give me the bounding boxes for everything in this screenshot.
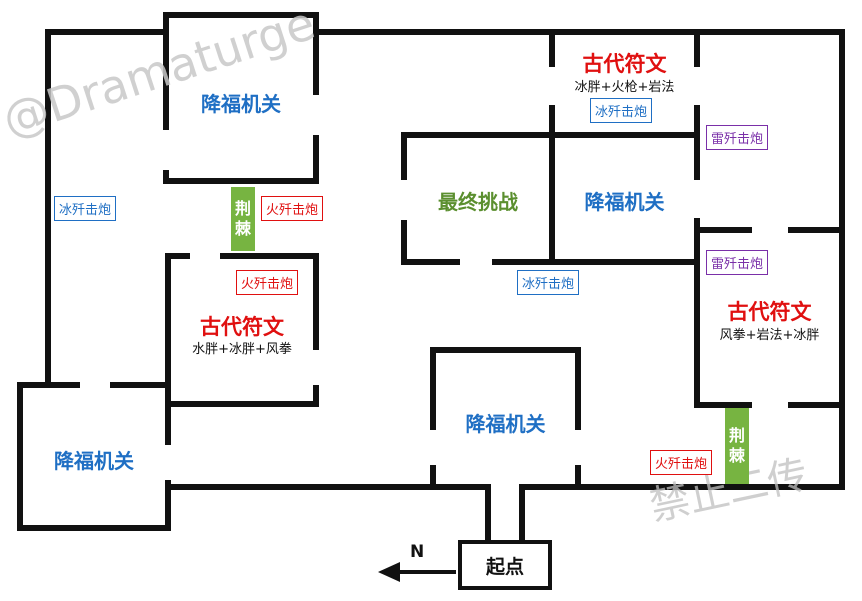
room-sub-left-rune: 水胖+冰胖+风拳	[192, 342, 292, 357]
thorn-upper: 荆棘	[231, 187, 255, 251]
entrance-corridor	[485, 484, 525, 543]
room-sub-right-rune: 风拳+岩法+冰胖	[719, 328, 820, 343]
room-sub-top-right-rune: 冰胖+火枪+岩法	[574, 80, 675, 95]
north-arrow	[378, 562, 456, 582]
room-title-center-mid: 降福机关	[584, 190, 665, 214]
tag-fire-upper: 火歼击炮	[261, 196, 324, 221]
outer-wall-top	[313, 29, 845, 233]
thorn-lower: 荆棘	[725, 408, 749, 484]
room-title-challenge: 最终挑战	[438, 190, 518, 214]
room-title-bottom-left: 降福机关	[54, 449, 134, 473]
north-label: N	[410, 542, 425, 562]
tag-thunder-top: 雷歼击炮	[706, 125, 769, 150]
outer-wall-bottom	[165, 402, 845, 490]
tag-thunder-right: 雷歼击炮	[706, 250, 769, 275]
tag-ice-left: 冰歼击炮	[54, 196, 117, 221]
outer-wall	[45, 29, 169, 388]
room-title-bottom-center: 降福机关	[465, 412, 546, 436]
room-title-top-left: 降福机关	[201, 92, 281, 116]
room-left-rune	[165, 253, 319, 407]
room-title-top-right-rune: 古代符文	[582, 52, 667, 76]
tag-ice-top: 冰歼击炮	[590, 98, 653, 123]
start-point: 起点	[458, 540, 552, 590]
room-title-left-rune: 古代符文	[200, 315, 284, 339]
tag-ice-mid: 冰歼击炮	[517, 270, 580, 295]
tag-fire-bottom: 火歼击炮	[650, 450, 713, 475]
room-title-right-rune: 古代符文	[727, 300, 812, 324]
tag-fire-left-rune: 火歼击炮	[236, 270, 299, 295]
